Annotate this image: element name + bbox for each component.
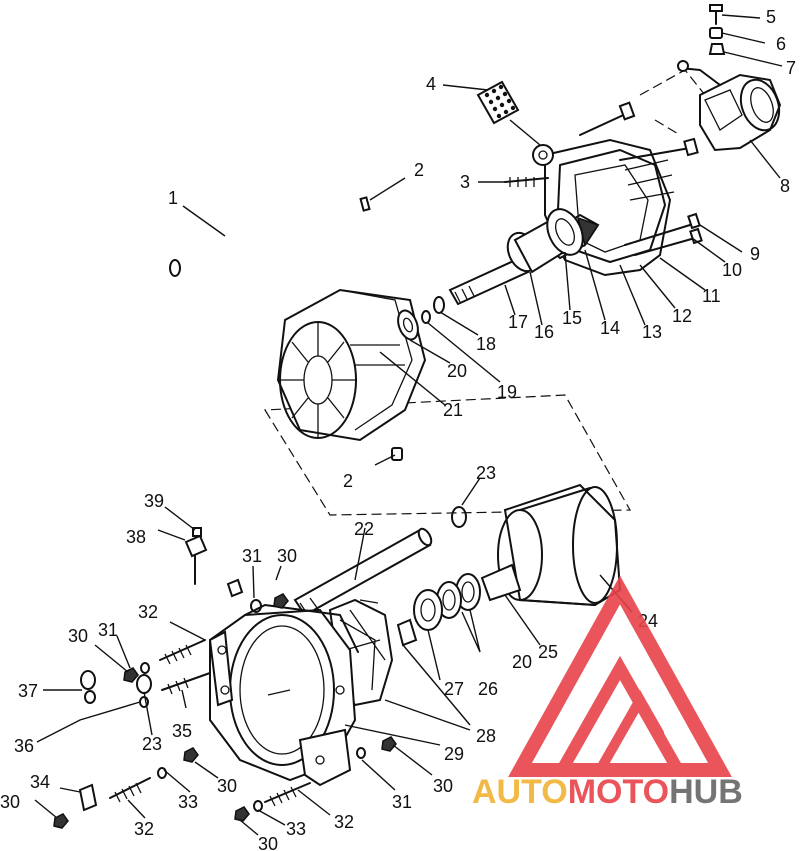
part-number-labels: 1 2 2 3 4 5 6 7 8 9 10 11 12 13 14 15 16… <box>0 7 796 851</box>
watermark-triangle-icon <box>508 575 732 777</box>
pump-shroud-part-21 <box>276 288 427 442</box>
label-15: 15 <box>562 308 582 328</box>
label-18: 18 <box>476 334 496 354</box>
wear-ring-part-24 <box>497 483 622 607</box>
label-26: 26 <box>478 679 498 699</box>
label-32-c: 32 <box>334 812 354 832</box>
label-13: 13 <box>642 322 662 342</box>
watermark-auto: AUTO <box>472 773 568 811</box>
label-28: 28 <box>476 726 496 746</box>
label-6: 6 <box>776 34 786 54</box>
label-4: 4 <box>426 74 436 94</box>
pin-part <box>359 196 403 461</box>
bearing-stack <box>396 563 522 647</box>
label-2-top: 2 <box>414 160 424 180</box>
watermark-text: AUTOMOTOHUB <box>472 773 743 811</box>
drive-shaft-upper <box>421 208 584 324</box>
label-34: 34 <box>30 772 50 792</box>
watermark-moto: MOTO <box>568 773 669 811</box>
label-31-c: 31 <box>392 792 412 812</box>
gasket-grid-part <box>476 80 520 125</box>
label-39: 39 <box>144 491 164 511</box>
automotohub-watermark: AUTOMOTOHUB <box>472 575 743 811</box>
label-12: 12 <box>672 306 692 326</box>
label-30-d: 30 <box>433 776 453 796</box>
label-23-top: 23 <box>476 463 496 483</box>
label-5: 5 <box>766 7 776 27</box>
studs-nuts-washers <box>53 593 397 829</box>
label-32-a: 32 <box>138 602 158 622</box>
label-30-e: 30 <box>258 834 278 851</box>
hose-part <box>166 204 306 277</box>
label-21: 21 <box>443 400 463 420</box>
label-22: 22 <box>354 519 374 539</box>
label-35: 35 <box>172 721 192 741</box>
label-30-a: 30 <box>277 546 297 566</box>
top-bolt-stack <box>708 4 726 55</box>
small-fittings <box>78 527 244 812</box>
label-30-b: 30 <box>68 626 88 646</box>
label-38: 38 <box>126 527 146 547</box>
label-33-a: 33 <box>178 792 198 812</box>
label-31-b: 31 <box>98 620 118 640</box>
steering-nozzle-part <box>677 60 782 152</box>
label-33-b: 33 <box>286 819 306 839</box>
label-25: 25 <box>538 642 558 662</box>
label-32-b: 32 <box>134 819 154 839</box>
label-11: 11 <box>702 286 721 306</box>
label-36: 36 <box>14 736 34 756</box>
label-19: 19 <box>497 382 517 402</box>
label-8: 8 <box>780 176 790 196</box>
label-17: 17 <box>508 312 528 332</box>
lower-pump-housing-part-29 <box>208 604 359 787</box>
watermark-hub: HUB <box>669 773 743 811</box>
label-31-a: 31 <box>242 546 262 566</box>
label-9: 9 <box>750 244 760 264</box>
label-37: 37 <box>18 681 38 701</box>
label-30-f: 30 <box>0 792 20 812</box>
label-1: 1 <box>168 188 178 208</box>
label-2-middle: 2 <box>343 471 353 491</box>
label-7: 7 <box>786 58 796 78</box>
label-20-bottom: 20 <box>512 652 532 672</box>
label-3: 3 <box>460 172 470 192</box>
label-27: 27 <box>444 679 464 699</box>
label-16: 16 <box>534 322 554 342</box>
label-14: 14 <box>600 318 620 338</box>
bolt-part-3 <box>504 177 549 187</box>
label-29: 29 <box>444 744 464 764</box>
label-20-top: 20 <box>447 361 467 381</box>
label-23-bottom: 23 <box>142 734 162 754</box>
leader-lines <box>34 14 783 836</box>
label-10: 10 <box>722 260 742 280</box>
label-30-c: 30 <box>217 776 237 796</box>
